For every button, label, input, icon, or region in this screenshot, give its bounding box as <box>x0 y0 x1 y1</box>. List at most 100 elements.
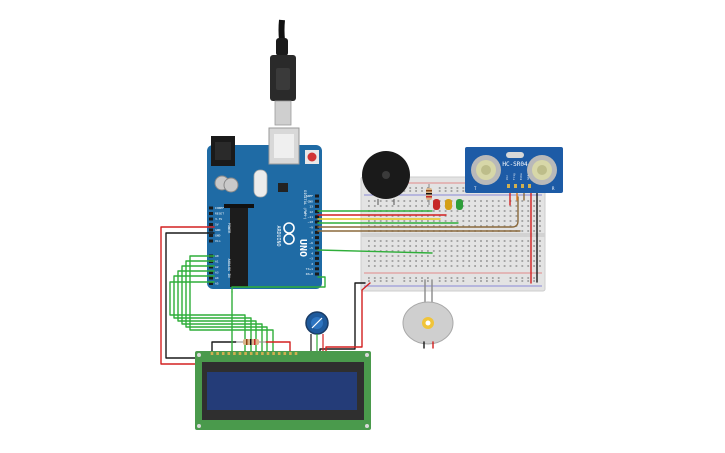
digital-pin-label: ~5 <box>309 246 313 250</box>
breadboard-hole <box>468 265 471 267</box>
reset-button[interactable] <box>307 152 317 162</box>
digital-pin-label: ~10 <box>308 220 314 224</box>
digital-pin[interactable] <box>315 230 319 234</box>
digital-pin[interactable] <box>315 236 319 240</box>
lcd-pin[interactable] <box>255 352 259 355</box>
breadboard-hole <box>403 245 406 247</box>
dc-power-jack-inner <box>215 142 231 160</box>
digital-pin[interactable] <box>315 204 319 208</box>
lcd-pin[interactable] <box>210 352 214 355</box>
breadboard-hole <box>385 245 388 247</box>
sensor-pin[interactable] <box>514 184 517 188</box>
lcd-pin[interactable] <box>261 352 264 355</box>
breadboard-hole <box>379 205 382 207</box>
breadboard-hole <box>403 220 406 222</box>
analog-pin[interactable] <box>209 265 213 269</box>
wire-gnd-breadboard-to-lcd <box>319 282 366 354</box>
breadboard-hole <box>521 265 524 267</box>
breadboard-hole <box>391 240 394 242</box>
breadboard-hole <box>391 277 394 279</box>
lcd-pin[interactable] <box>233 352 236 355</box>
breadboard-hole <box>474 205 476 207</box>
breadboard-hole <box>415 265 417 267</box>
lcd-pin[interactable] <box>216 352 219 355</box>
breadboard-hole <box>450 265 453 267</box>
breadboard-hole <box>509 205 512 207</box>
analog-pin[interactable] <box>209 271 213 274</box>
breadboard-hole <box>491 255 494 257</box>
power-pin[interactable] <box>209 212 213 215</box>
digital-pin[interactable] <box>315 241 319 245</box>
digital-pin[interactable] <box>315 246 319 250</box>
breadboard-hole <box>539 255 541 257</box>
digital-pin[interactable] <box>315 262 319 266</box>
breadboard-hole <box>385 220 388 222</box>
lcd-pin[interactable] <box>238 352 242 355</box>
usb-plug-grip <box>276 68 290 90</box>
digital-pin[interactable] <box>315 272 319 276</box>
breadboard-hole <box>486 250 488 252</box>
digital-pin[interactable] <box>315 215 319 219</box>
analog-pin[interactable] <box>209 282 213 285</box>
breadboard-hole <box>385 205 388 207</box>
power-pin[interactable] <box>209 217 213 221</box>
digital-pin[interactable] <box>315 199 319 203</box>
atmega-chip <box>230 207 248 287</box>
digital-pin[interactable] <box>315 194 319 198</box>
breadboard-hole <box>533 250 535 252</box>
arduino-uno-board: ARDUINO UNO POWER ANALOG IN DIGITAL (PWM… <box>207 127 322 289</box>
breadboard-hole <box>427 205 429 207</box>
lcd-pin[interactable] <box>221 352 225 355</box>
digital-pin[interactable] <box>315 210 319 214</box>
digital-pin[interactable] <box>315 256 319 260</box>
lcd-pin[interactable] <box>283 352 287 355</box>
breadboard-hole <box>539 240 541 242</box>
resistor-band-3 <box>426 196 432 198</box>
lcd-pin[interactable] <box>289 352 292 355</box>
power-pin[interactable] <box>209 223 213 226</box>
breadboard-hole <box>497 200 500 202</box>
breadboard-hole <box>491 260 494 262</box>
breadboard-hole <box>373 255 376 257</box>
analog-pin[interactable] <box>209 276 213 280</box>
sensor-pin[interactable] <box>507 184 510 188</box>
lcd-pin[interactable] <box>277 352 281 355</box>
breadboard-hole <box>385 280 388 282</box>
lcd-pin[interactable] <box>266 352 270 355</box>
arduino-model-label: UNO <box>297 239 308 257</box>
sensor-pin[interactable] <box>521 184 524 188</box>
digital-pin[interactable] <box>315 267 319 271</box>
lcd-pin[interactable] <box>272 352 275 355</box>
breadboard-hole <box>486 240 488 242</box>
lcd-pin[interactable] <box>244 352 247 355</box>
power-pin[interactable] <box>209 239 213 243</box>
power-pin[interactable] <box>209 234 213 237</box>
breadboard-hole <box>391 265 394 267</box>
breadboard-hole <box>539 225 541 227</box>
breadboard-hole <box>503 265 506 267</box>
sensor-crystal <box>506 152 524 158</box>
lcd-pin[interactable] <box>294 352 298 355</box>
breadboard-hole <box>444 210 447 212</box>
wire-black-lcd-resistor <box>211 341 237 353</box>
power-pin[interactable] <box>209 228 213 232</box>
digital-pin[interactable] <box>315 225 319 229</box>
sensor-pin[interactable] <box>528 184 531 188</box>
lcd-pin[interactable] <box>249 352 253 355</box>
breadboard-hole <box>421 215 423 217</box>
breadboard-hole <box>509 240 512 242</box>
power-pin[interactable] <box>209 206 213 210</box>
digital-pin[interactable] <box>315 220 319 224</box>
breadboard-hole <box>403 200 406 202</box>
lcd-pin[interactable] <box>227 352 231 355</box>
digital-pin[interactable] <box>315 251 319 255</box>
potentiometer <box>305 311 329 352</box>
breadboard-hole <box>539 230 541 232</box>
breadboard-hole <box>409 220 412 222</box>
lcd-resistor-band-1 <box>246 339 248 345</box>
power-pin-label: GND <box>215 234 221 238</box>
lcd-screen <box>207 372 357 410</box>
breadboard-hole <box>391 255 394 257</box>
breadboard-hole <box>432 265 435 267</box>
breadboard-hole <box>474 215 476 217</box>
